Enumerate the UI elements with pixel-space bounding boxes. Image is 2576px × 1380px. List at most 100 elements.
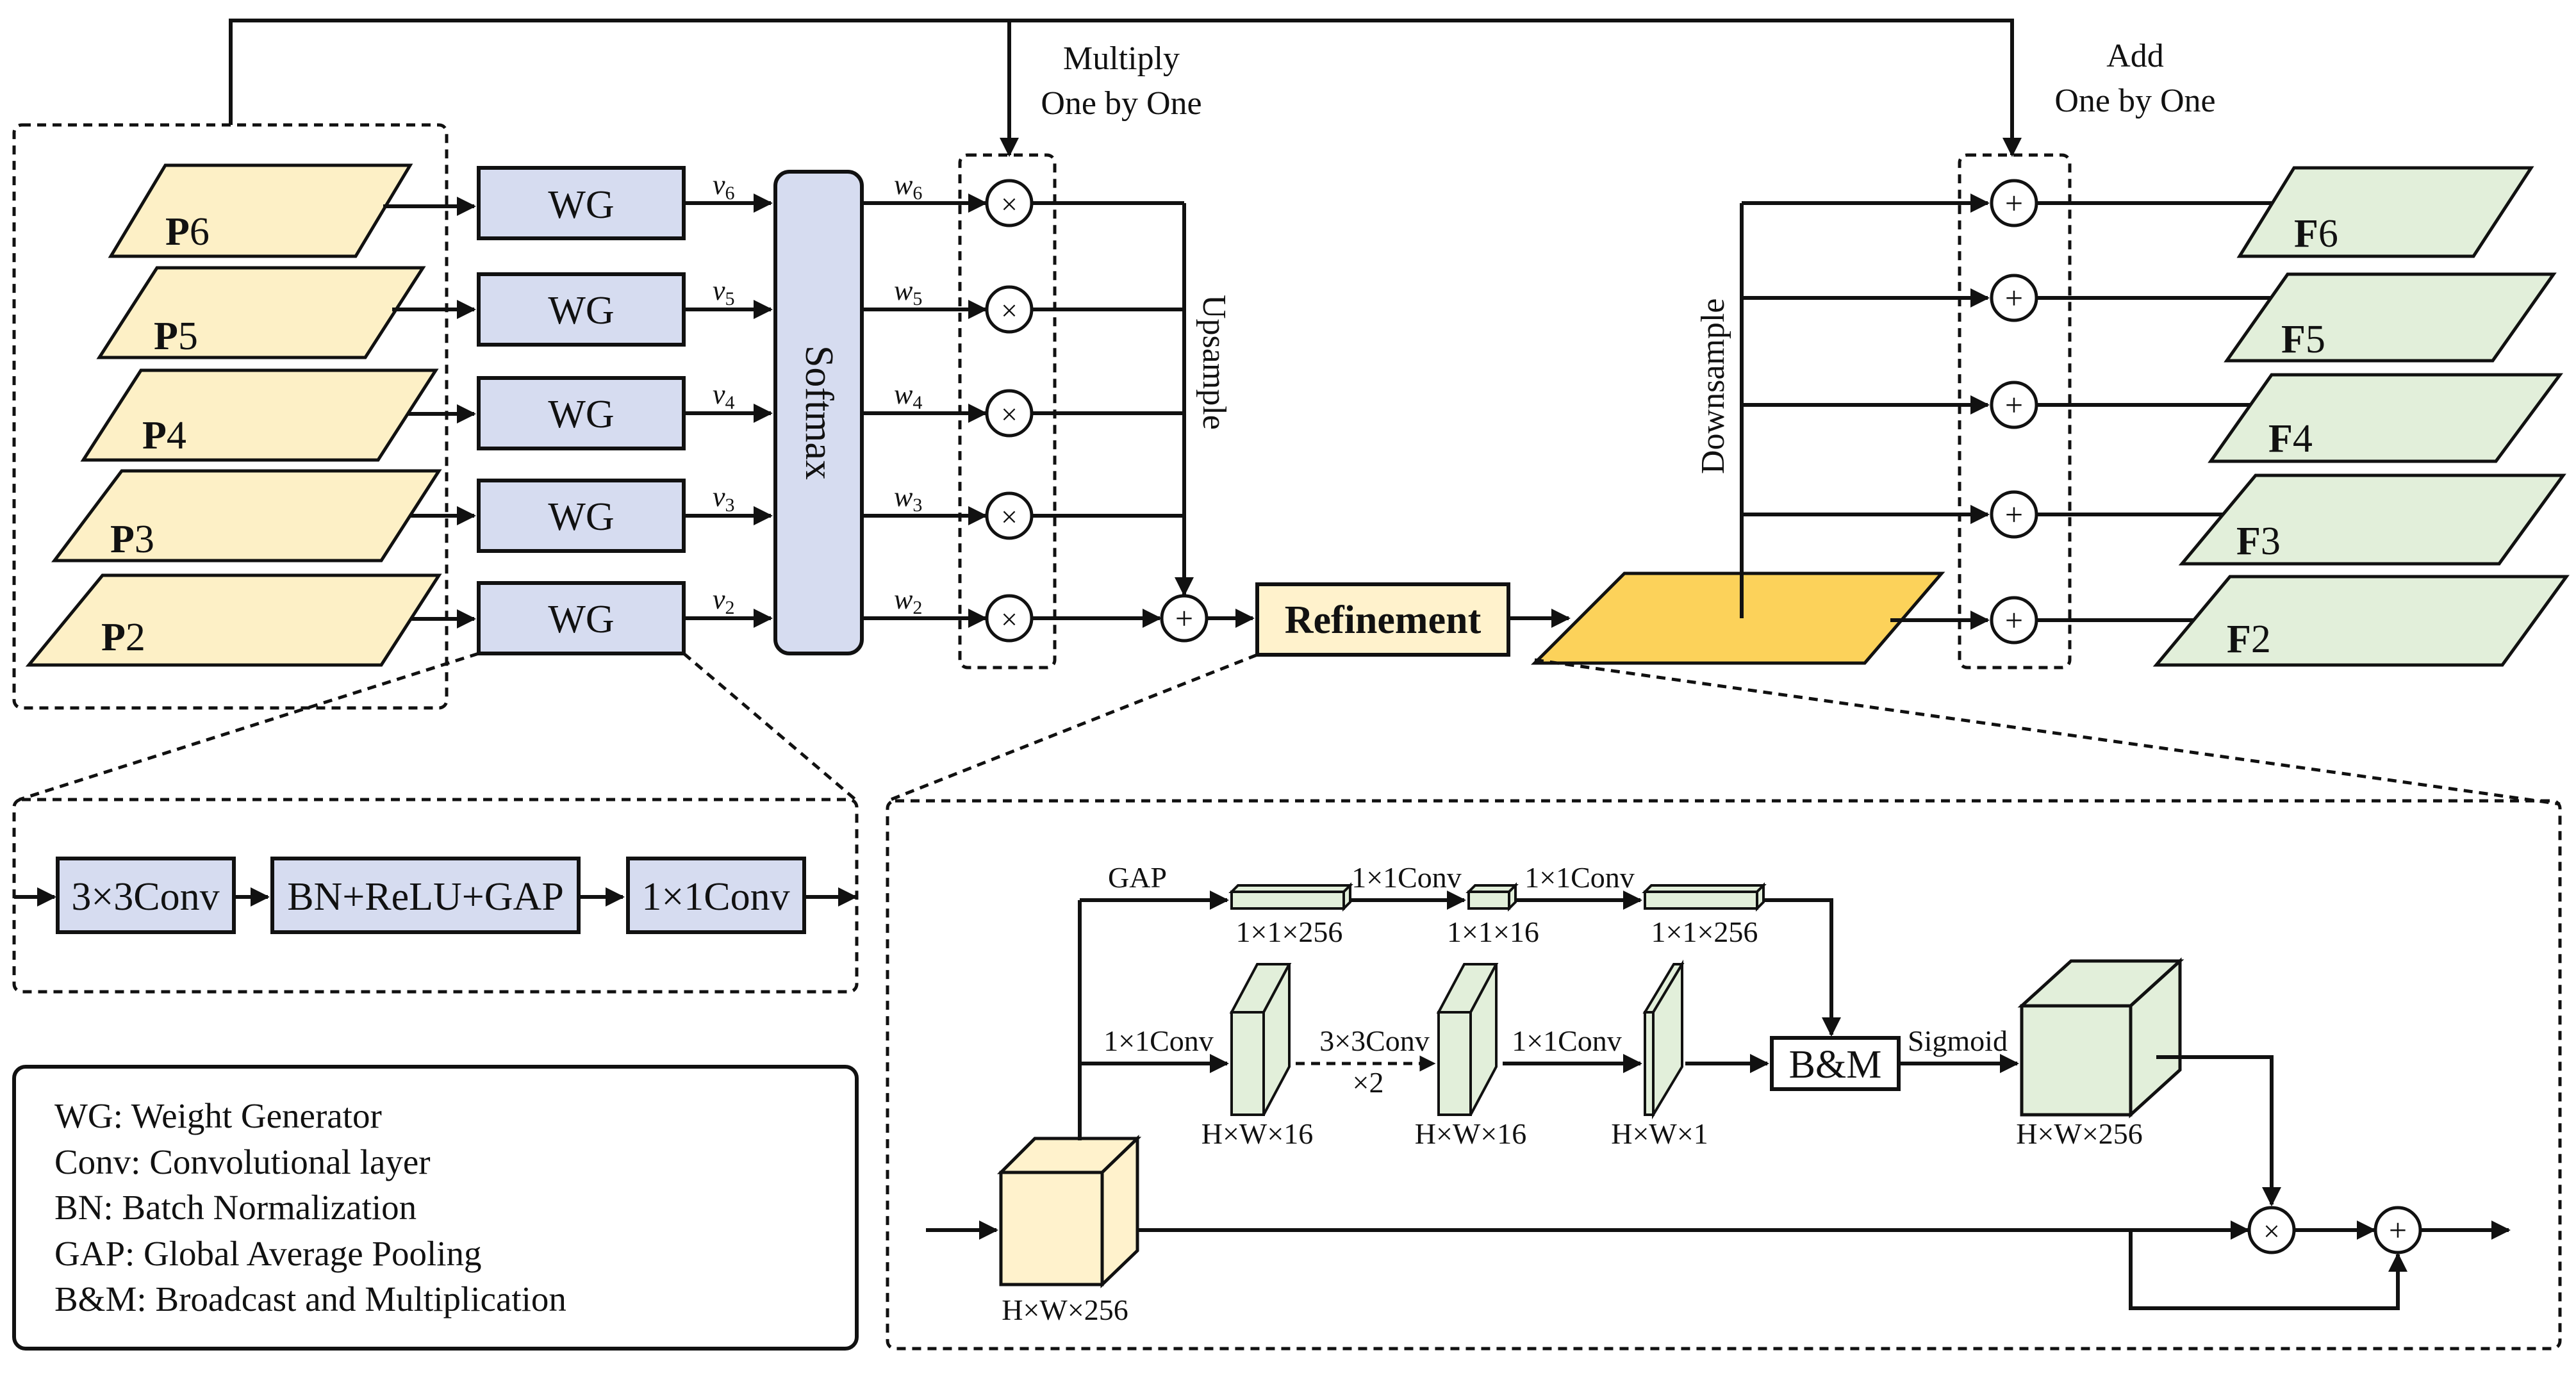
wg-box-5: WG (477, 272, 686, 347)
v6-label: v6 (713, 169, 735, 204)
feature-plane-p6 (108, 163, 413, 258)
wg-conv1-label: 1×1Conv (641, 875, 789, 919)
wg-label-5: WG (548, 289, 614, 333)
refine-zoom-connector-left (887, 653, 1258, 803)
feature-plane-f3 (2178, 473, 2566, 566)
upsample-label: Upsample (1196, 295, 1232, 430)
feature-plane-p5 (96, 266, 426, 359)
svg-text:+: + (2389, 1212, 2407, 1248)
f5-letter: F (2281, 318, 2306, 361)
wg-zoom-connector-right (682, 652, 857, 801)
add-group (1958, 153, 2072, 669)
multiply-node-3: × (985, 491, 1034, 540)
legend-item-gap: GAP: Global Average Pooling (54, 1234, 482, 1273)
svg-text:F6: F6 (2294, 212, 2338, 256)
svg-text:P2: P2 (101, 616, 145, 659)
wg-label-4: WG (548, 393, 614, 436)
v4-label: v4 (713, 379, 735, 413)
feature-plane-f2 (2152, 575, 2570, 667)
multiply-node-6: × (985, 179, 1034, 227)
p2-letter: P (101, 616, 126, 659)
refine-add-node: + (2374, 1206, 2422, 1254)
svg-text:×: × (2263, 1215, 2280, 1247)
softmax-label: Softmax (797, 345, 841, 480)
wg-bn-label: BN+ReLU+GAP (287, 875, 564, 919)
multiply-node-4: × (985, 389, 1034, 438)
attention-cube (2017, 957, 2184, 1119)
feature-slab-16a-dims: H×W×16 (1201, 1117, 1314, 1150)
f4-plane: F4 (2208, 373, 2563, 463)
svg-text:F4: F4 (2268, 417, 2313, 461)
p3-plane: P3 (51, 469, 442, 563)
bm-label: B&M (1789, 1043, 1882, 1087)
f2-number: 2 (2251, 618, 2271, 661)
gap-conv1-label-a: 1×1Conv (1351, 861, 1462, 894)
attention-cube-dims: H×W×256 (2016, 1117, 2143, 1150)
p6-number: 6 (190, 210, 210, 254)
w3-label: w3 (894, 481, 922, 516)
svg-text:×: × (1001, 188, 1018, 220)
add-node-2: + (1990, 596, 2038, 645)
add-node-4: + (1990, 381, 2038, 429)
conv3-label: 3×3Conv (1319, 1024, 1430, 1057)
svg-text:P3: P3 (110, 518, 154, 561)
svg-text:F2: F2 (2227, 618, 2271, 661)
wg-conv3-box: 3×3Conv (56, 857, 236, 934)
add-node-5: + (1990, 274, 2038, 322)
feature-slab-16b-dims: H×W×16 (1415, 1117, 1527, 1150)
feature-slab-16a (1229, 963, 1292, 1116)
refine-multiply-node: × (2247, 1206, 2296, 1254)
svg-text:×: × (1001, 603, 1018, 636)
refine-zoom-connector-right (1534, 658, 2561, 806)
feature-plane-p4 (80, 368, 439, 462)
conv1-branch-label: 1×1Conv (1103, 1024, 1214, 1057)
svg-text:+: + (1175, 600, 1193, 636)
wg-box-3: WG (477, 479, 686, 553)
p4-number: 4 (167, 414, 186, 457)
add-node-3: + (1990, 490, 2038, 539)
legend-item-bn: BN: Batch Normalization (54, 1188, 417, 1227)
refinement-block: Refinement (1255, 582, 1510, 657)
vector-bar-16-dims: 1×1×16 (1447, 916, 1539, 948)
v5-label: v5 (713, 275, 735, 309)
skip-connection-line (229, 19, 2022, 157)
input-pyramid-group (12, 123, 449, 710)
wg-conv1-box: 1×1Conv (626, 857, 806, 934)
vector-bar-16 (1466, 882, 1519, 912)
input-cube (996, 1135, 1142, 1288)
f6-letter: F (2294, 212, 2318, 256)
svg-text:P6: P6 (165, 210, 210, 254)
vector-bar-256a-dims: 1×1×256 (1236, 916, 1343, 948)
f3-letter: F (2236, 520, 2261, 563)
wg-bn-box: BN+ReLU+GAP (270, 857, 581, 934)
svg-text:F5: F5 (2281, 318, 2325, 361)
svg-text:+: + (2005, 387, 2023, 423)
feature-plane-f6 (2236, 166, 2534, 258)
f2-letter: F (2227, 618, 2251, 661)
attention-to-multiply-arrow (2156, 1055, 2281, 1206)
p6-plane: P6 (108, 163, 413, 258)
downsample-label: Downsample (1695, 299, 1731, 474)
f4-number: 4 (2293, 417, 2313, 461)
p6-letter: P (165, 210, 190, 254)
wg-label-6: WG (548, 183, 614, 227)
p5-number: 5 (178, 315, 198, 358)
multiply-node-5: × (985, 285, 1034, 334)
w6-label: w6 (894, 169, 922, 204)
softmax-block: Softmax (773, 170, 864, 655)
f3-number: 3 (2261, 520, 2281, 563)
svg-text:+: + (2005, 497, 2023, 532)
w5-label: w5 (894, 275, 922, 309)
w4-label: w4 (894, 379, 922, 413)
p3-number: 3 (135, 518, 154, 561)
svg-text:×: × (1001, 398, 1018, 431)
legend-item-wg: WG: Weight Generator (54, 1096, 382, 1135)
p5-letter: P (154, 315, 178, 358)
gap-conv1-label-b: 1×1Conv (1524, 861, 1635, 894)
input-cube-dims: H×W×256 (1002, 1294, 1128, 1326)
legend-item-conv: Conv: Convolutional layer (54, 1142, 431, 1181)
svg-text:+: + (2005, 280, 2023, 316)
feature-plane-f5 (2224, 272, 2557, 363)
v2-label: v2 (713, 584, 735, 618)
